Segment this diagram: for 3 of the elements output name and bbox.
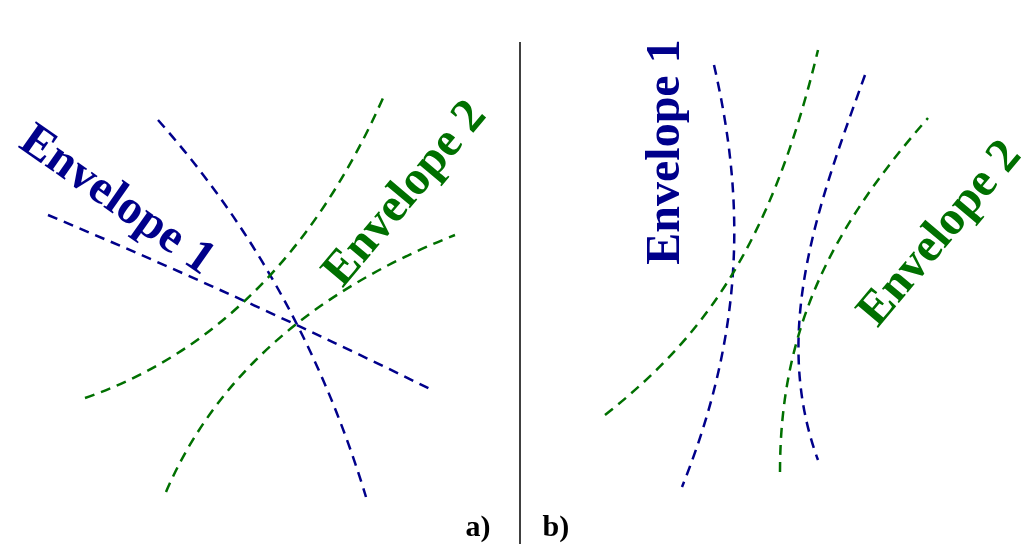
curve-label: Envelope 1 [638,39,687,265]
panel-label: b) [542,511,570,541]
panel-label: a) [465,511,491,541]
